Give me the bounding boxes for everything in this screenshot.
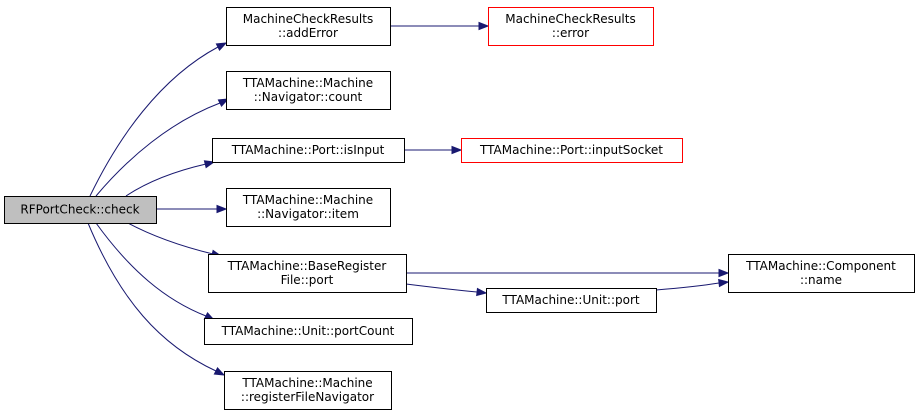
node-label: File::port [281, 273, 334, 287]
edge-line [125, 163, 207, 197]
node-label: TTAMachine::Component [745, 259, 896, 273]
node-label: TTAMachine::Port::inputSocket [479, 143, 663, 157]
node-label: MachineCheckResults [505, 12, 635, 26]
node-box [4, 196, 157, 224]
node-portCount[interactable]: TTAMachine::Unit::portCount [204, 318, 413, 345]
node-box [226, 188, 391, 227]
arrowhead-icon [451, 145, 463, 155]
edge-brfPort-to-compName [406, 268, 730, 278]
edges-layer [87, 21, 730, 376]
edge-line [655, 282, 720, 291]
arrowhead-icon [216, 204, 228, 214]
nodes-layer: RFPortCheck::check MachineCheckResults::a… [4, 7, 915, 410]
node-label: TTAMachine::Port::isInput [231, 143, 385, 157]
node-label: TTAMachine::Machine [241, 376, 372, 390]
node-label: MachineCheckResults [243, 12, 373, 26]
arrowhead-icon [718, 268, 730, 278]
node-box [728, 254, 915, 293]
node-inputSocket[interactable]: TTAMachine::Port::inputSocket [461, 138, 683, 163]
node-root[interactable]: RFPortCheck::check [4, 196, 157, 224]
node-label: TTAMachine::Machine [242, 76, 373, 90]
arrowhead-icon [213, 366, 226, 376]
node-label: TTAMachine::Unit::portCount [221, 324, 395, 338]
edge-unitPort-to-compName [655, 278, 730, 291]
node-label: ::registerFileNavigator [241, 390, 374, 404]
node-box [486, 288, 657, 313]
edge-line [405, 283, 478, 293]
arrowhead-icon [203, 160, 216, 169]
node-label: ::name [800, 273, 842, 287]
node-unitPort[interactable]: TTAMachine::Unit::port [486, 288, 657, 313]
node-box [226, 7, 391, 46]
arrowhead-icon [478, 21, 490, 31]
node-label: RFPortCheck::check [20, 203, 139, 217]
edge-brfPort-to-unitPort [405, 283, 488, 297]
arrowhead-icon [217, 98, 230, 108]
node-box [204, 318, 413, 345]
edge-root-to-portCount [95, 222, 216, 321]
node-label: ::error [552, 26, 589, 40]
node-label: ::addError [278, 26, 338, 40]
node-box [208, 254, 407, 293]
edge-root-to-brfPort [125, 221, 223, 258]
edge-line [95, 222, 207, 317]
node-label: ::Navigator::item [257, 207, 359, 221]
node-compName[interactable]: TTAMachine::Component::name [728, 254, 915, 293]
node-rfNav[interactable]: TTAMachine::Machine::registerFileNavigat… [224, 371, 392, 410]
node-box [226, 71, 391, 110]
edge-root-to-item [156, 204, 228, 214]
edge-addError-to-error [390, 21, 490, 31]
edge-line [87, 222, 217, 372]
node-box [488, 7, 654, 46]
edge-root-to-count [95, 98, 230, 197]
node-item[interactable]: TTAMachine::Machine::Navigator::item [226, 188, 391, 227]
node-label: ::Navigator::count [254, 90, 363, 104]
edge-isInput-to-inputSocket [404, 145, 463, 155]
arrowhead-icon [718, 278, 730, 288]
node-box [461, 138, 683, 163]
node-label: TTAMachine::BaseRegister [227, 259, 387, 273]
arrowhead-icon [476, 287, 488, 297]
edge-line [89, 46, 219, 197]
arrowhead-icon [215, 42, 228, 52]
node-label: TTAMachine::Unit::port [501, 293, 639, 307]
edge-line [95, 102, 221, 197]
node-isInput[interactable]: TTAMachine::Port::isInput [212, 138, 405, 163]
edge-root-to-rfNav [87, 222, 226, 376]
node-count[interactable]: TTAMachine::Machine::Navigator::count [226, 71, 391, 110]
node-box [212, 138, 405, 163]
node-addError[interactable]: MachineCheckResults::addError [226, 7, 391, 46]
edge-line [125, 221, 214, 255]
node-label: TTAMachine::Machine [242, 193, 373, 207]
node-box [224, 371, 392, 410]
edge-root-to-isInput [125, 160, 216, 197]
edge-root-to-addError [89, 42, 228, 197]
node-error[interactable]: MachineCheckResults::error [488, 7, 654, 46]
